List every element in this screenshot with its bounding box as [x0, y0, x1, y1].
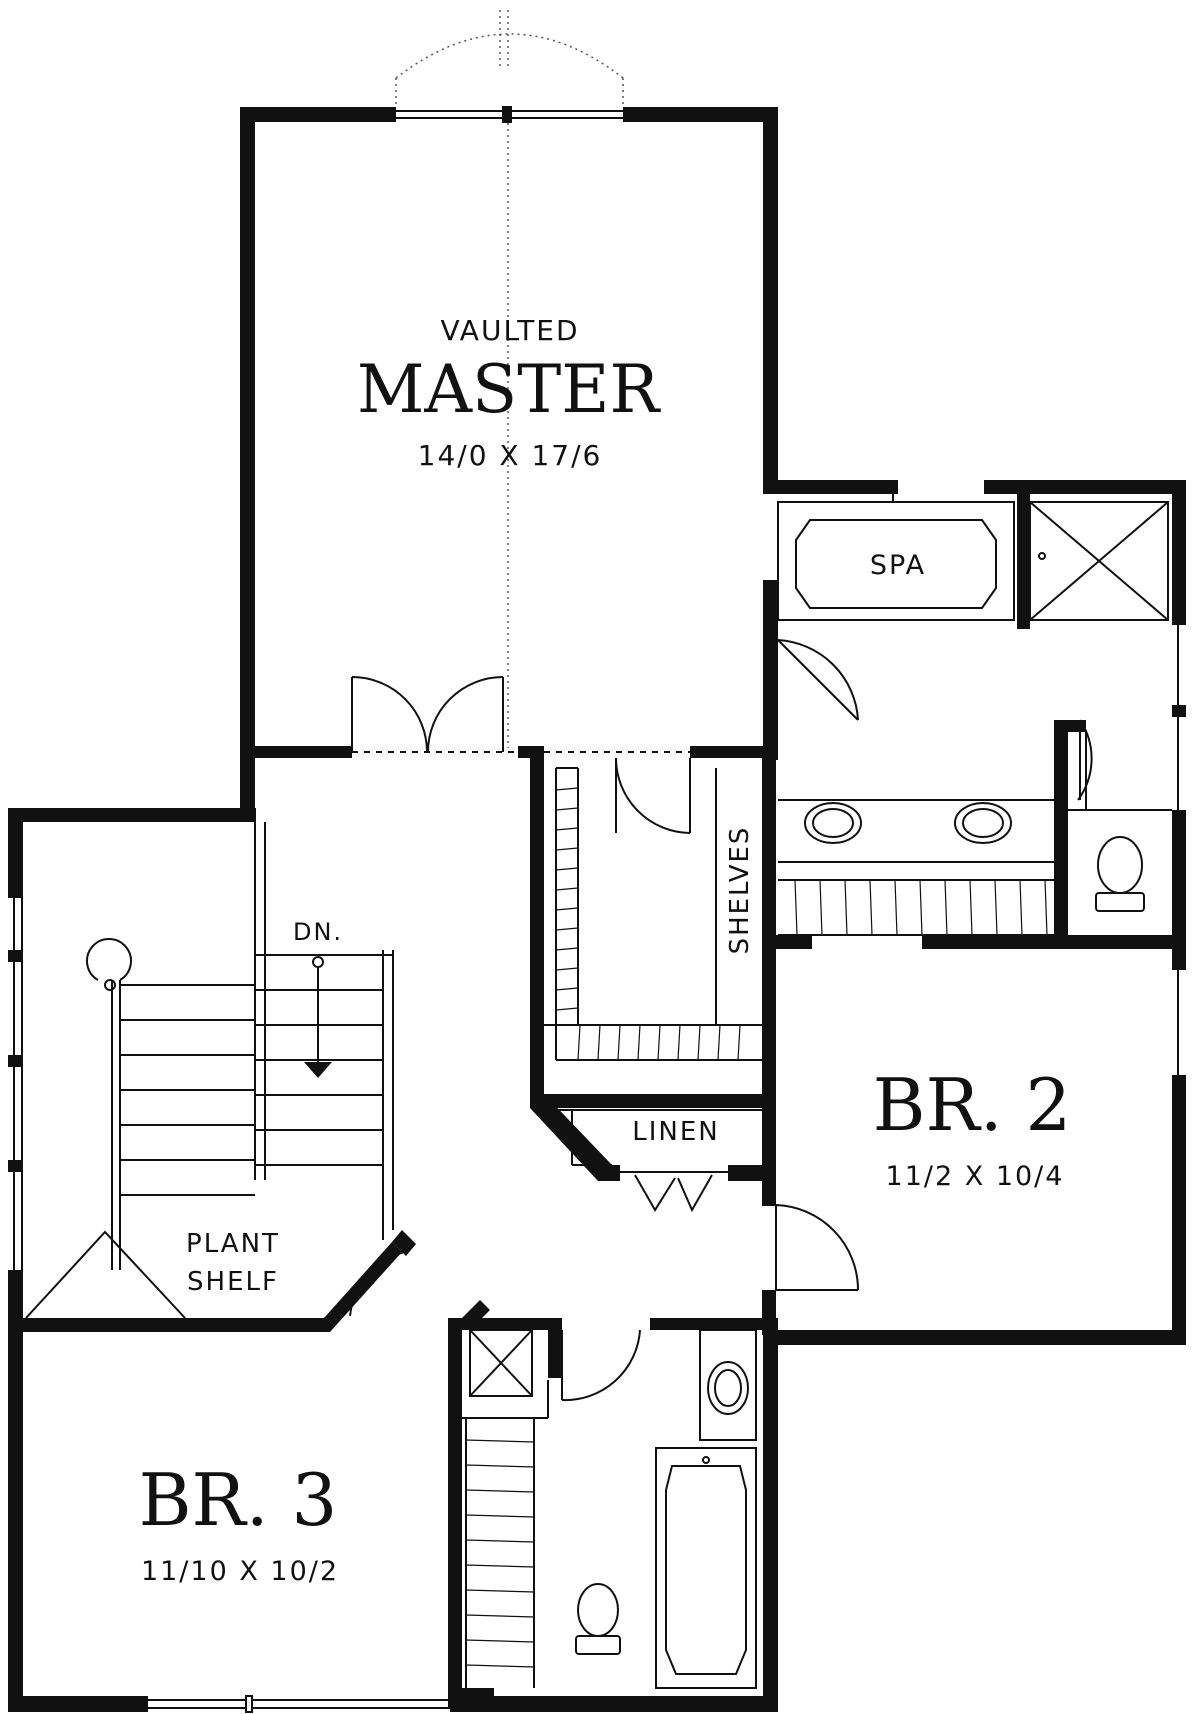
windows: [13, 10, 1179, 1713]
exterior-walls: [8, 106, 1186, 1712]
br3-name: BR. 3: [139, 1458, 338, 1542]
doors: [349, 639, 1093, 1402]
interior-walls: [8, 123, 1186, 1712]
plant-shelf-label-line2: SHELF: [187, 1267, 279, 1297]
master-name: MASTER: [357, 351, 662, 428]
linen-label: LINEN: [632, 1117, 719, 1147]
fixtures: [575, 488, 1169, 1689]
br3-size: 11/10 X 10/2: [141, 1556, 339, 1587]
br2-size: 11/2 X 10/4: [886, 1161, 1065, 1192]
master-qualifier: VAULTED: [440, 314, 579, 347]
master-size: 14/0 X 17/6: [418, 439, 603, 472]
stair-dn-label: DN.: [293, 918, 343, 946]
staircase: [25, 822, 394, 1319]
closet-hatching: [465, 767, 1054, 1688]
br2-name: BR. 2: [873, 1063, 1072, 1147]
shelves-label: SHELVES: [725, 826, 755, 955]
plant-shelf-label-line1: PLANT: [186, 1229, 280, 1259]
spa-label: SPA: [870, 550, 926, 581]
